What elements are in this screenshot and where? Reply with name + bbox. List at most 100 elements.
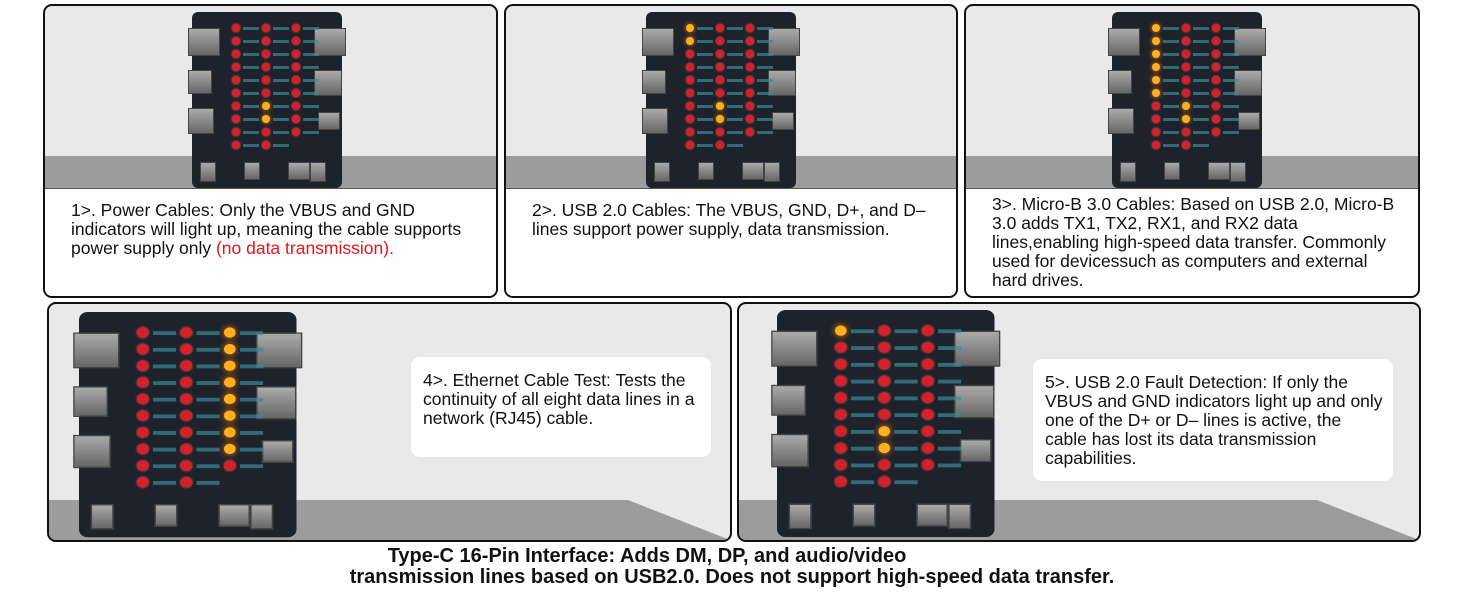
led-label: [303, 27, 319, 30]
indicator-led: [1182, 37, 1190, 45]
connector-port: [1238, 112, 1260, 130]
indicator-led: [835, 426, 847, 437]
led-label: [727, 53, 743, 56]
indicator-led: [137, 410, 149, 421]
led-label: [152, 431, 177, 435]
indicator-led: [180, 393, 193, 405]
indicator-led: [686, 76, 694, 84]
led-label: [727, 105, 743, 108]
led-label: [1193, 53, 1209, 56]
connector-port: [1164, 162, 1180, 180]
led-label: [1193, 105, 1209, 108]
indicator-led: [262, 141, 270, 149]
led-label: [196, 431, 220, 435]
led-label: [937, 362, 962, 367]
indicator-led: [1182, 128, 1190, 136]
indicator-led: [224, 460, 236, 471]
led-label: [697, 27, 713, 30]
led-label: [727, 66, 743, 69]
led-label: [850, 463, 875, 468]
connector-port: [953, 330, 1001, 367]
connector-port: [772, 112, 794, 130]
led-label: [937, 463, 962, 468]
led-label: [243, 105, 259, 108]
connector-port: [916, 503, 949, 527]
led-label: [1223, 40, 1239, 43]
led-label: [757, 92, 773, 95]
led-label: [894, 329, 918, 334]
led-label: [239, 397, 264, 402]
connector-port: [188, 28, 220, 56]
led-label: [196, 331, 220, 336]
indicator-led: [922, 442, 934, 454]
led-label: [1193, 79, 1209, 82]
led-label: [757, 131, 773, 134]
connector-port: [250, 504, 274, 530]
indicator-led: [922, 426, 934, 437]
indicator-led: [224, 410, 236, 421]
indicator-led: [232, 24, 240, 32]
connector-port: [1108, 70, 1132, 94]
connector-port: [1230, 162, 1246, 182]
indicator-led: [1182, 24, 1190, 32]
connector-port: [642, 28, 674, 56]
indicator-led: [746, 37, 754, 45]
led-label: [273, 53, 289, 56]
led-label: [239, 414, 264, 419]
indicator-led: [1182, 76, 1190, 84]
led-label: [239, 464, 264, 469]
connector-port: [188, 70, 212, 94]
connector-port: [852, 503, 876, 527]
connector-port: [255, 332, 303, 369]
indicator-led: [137, 344, 149, 355]
led-label: [894, 362, 918, 367]
led-label: [937, 396, 962, 401]
indicator-led: [1212, 76, 1220, 84]
led-label: [196, 397, 220, 402]
connector-port: [1234, 28, 1266, 56]
led-label: [697, 66, 713, 69]
led-label: [239, 431, 264, 435]
led-label: [697, 53, 713, 56]
led-label: [243, 40, 259, 43]
led-label: [1163, 40, 1179, 43]
led-label: [1193, 66, 1209, 69]
connector-port: [261, 440, 294, 464]
led-label: [152, 364, 177, 369]
led-label: [697, 144, 713, 147]
indicator-led: [686, 141, 694, 149]
led-label: [196, 480, 220, 485]
indicator-led: [232, 50, 240, 58]
led-label: [697, 105, 713, 108]
indicator-led: [716, 76, 724, 84]
led-label: [273, 118, 289, 121]
indicator-led: [1152, 50, 1160, 58]
led-label: [152, 397, 177, 402]
led-label: [243, 53, 259, 56]
indicator-led: [137, 427, 149, 438]
indicator-led: [922, 409, 934, 420]
led-label: [937, 446, 962, 451]
led-label: [273, 131, 289, 134]
led-label: [196, 381, 220, 385]
connector-port: [654, 162, 670, 182]
connector-port: [642, 70, 666, 94]
indicator-led: [686, 24, 694, 32]
indicator-led: [232, 115, 240, 123]
indicator-led: [1152, 128, 1160, 136]
led-label: [152, 331, 177, 336]
indicator-led: [1182, 63, 1190, 71]
caption-text: 1>. Power Cables: Only the VBUS and GND …: [71, 200, 462, 258]
led-label: [1163, 79, 1179, 82]
indicator-led: [137, 443, 149, 455]
led-label: [937, 379, 962, 384]
connector-port: [1108, 108, 1134, 134]
indicator-led: [686, 89, 694, 97]
led-label: [152, 447, 177, 452]
tester-board: [771, 310, 1001, 538]
indicator-led: [292, 102, 300, 110]
indicator-led: [180, 377, 193, 388]
connector-port: [1120, 162, 1136, 182]
led-label: [243, 144, 259, 147]
indicator-led: [835, 392, 847, 403]
